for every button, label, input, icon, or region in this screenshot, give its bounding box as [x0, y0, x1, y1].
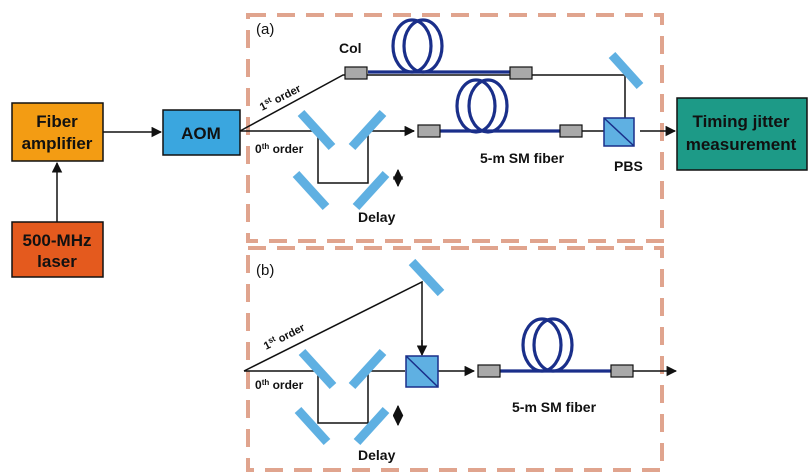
- b-fiber: [500, 317, 611, 373]
- b-fiber-loop-1: [521, 317, 563, 373]
- a-bottom-fiber-loop-2: [467, 78, 509, 134]
- b-mirror-delay-1: [298, 348, 337, 390]
- timing-jitter-line2: measurement: [686, 135, 797, 154]
- a-first-order-beam: [239, 74, 626, 132]
- b-mirror-top: [408, 258, 445, 297]
- panel-a-label: (a): [256, 21, 274, 38]
- b-zeroth-order-beam: [244, 370, 405, 424]
- a-zeroth-order-sup: th: [262, 142, 270, 151]
- a-bottom-collimator-left: [417, 124, 441, 138]
- a-top-fiber-loop-2: [402, 18, 444, 74]
- b-first-order-beam: [243, 280, 423, 372]
- panel-b-border: [246, 246, 664, 472]
- laser-line2: laser: [37, 252, 77, 271]
- b-first-order-label: 1st order: [261, 320, 308, 353]
- a-mirror-top-right: [608, 51, 644, 90]
- b-pbs-cube: [405, 355, 439, 388]
- b-pbs-diagonal: [405, 355, 439, 388]
- fiber-amplifier-line2: amplifier: [22, 134, 93, 153]
- a-pbs-diagonal: [603, 117, 635, 147]
- b-fiber-loop-2: [532, 317, 574, 373]
- laser-rect: [11, 221, 104, 278]
- b-first-order-sup: st: [266, 334, 277, 345]
- timing-jitter-box: Timing jitter measurement: [676, 97, 808, 171]
- b-sm-fiber-label: 5-m SM fiber: [512, 399, 597, 415]
- timing-jitter-line1: Timing jitter: [693, 112, 790, 131]
- aom-label: AOM: [181, 124, 221, 143]
- b-collimator-right: [610, 364, 634, 378]
- a-mirror-delay-4: [352, 170, 390, 211]
- a-top-fiber-loop-1: [391, 18, 433, 74]
- b-first-order-num: 1: [262, 339, 273, 352]
- a-bottom-fiber-loop-1: [455, 78, 497, 134]
- aom-box: AOM: [162, 109, 241, 156]
- a-pbs-label: PBS: [614, 158, 643, 174]
- b-zeroth-order-num: 0: [255, 378, 262, 392]
- a-first-order-word: order: [270, 82, 304, 107]
- laser-line1: 500-MHz: [23, 231, 92, 250]
- a-zeroth-order-label: 0th order: [255, 142, 304, 156]
- a-top-collimator-left: [344, 66, 368, 80]
- a-top-fiber: [368, 18, 510, 74]
- a-mirror-delay-1: [297, 109, 336, 151]
- b-zeroth-order-label: 0th order: [255, 378, 304, 392]
- a-first-order-num: 1: [258, 100, 269, 113]
- b-mirror-delay-2: [348, 348, 387, 390]
- panel-a-border: [246, 13, 664, 243]
- b-delay-label: Delay: [358, 447, 396, 463]
- timing-jitter-rect: [676, 97, 808, 171]
- a-pbs-cube: [603, 117, 635, 147]
- b-zeroth-order-sup: th: [262, 378, 270, 387]
- a-first-order-sup: st: [262, 95, 273, 106]
- b-first-order-word: order: [274, 321, 308, 346]
- b-mirror-delay-4: [353, 406, 390, 446]
- a-mirror-delay-3: [292, 170, 330, 211]
- a-bottom-collimator-right: [559, 124, 583, 138]
- a-mirror-delay-2: [348, 109, 387, 151]
- aom-rect: [162, 109, 241, 156]
- a-zeroth-order-beam: [240, 130, 414, 184]
- b-zeroth-order-word: order: [269, 378, 303, 392]
- a-col-label: Col: [339, 40, 362, 56]
- a-zeroth-order-num: 0: [255, 142, 262, 156]
- a-zeroth-order-word: order: [269, 142, 303, 156]
- a-sm-fiber-label: 5-m SM fiber: [480, 150, 565, 166]
- laser-box: 500-MHz laser: [11, 221, 104, 278]
- fiber-amplifier-line1: Fiber: [36, 112, 78, 131]
- panel-b-label: (b): [256, 262, 274, 279]
- a-top-collimator-right: [509, 66, 533, 80]
- a-delay-label: Delay: [358, 209, 396, 225]
- a-bottom-fiber: [440, 78, 560, 134]
- fiber-amplifier-box: Fiber amplifier: [11, 102, 104, 162]
- b-mirror-delay-3: [294, 406, 331, 446]
- b-collimator-left: [477, 364, 501, 378]
